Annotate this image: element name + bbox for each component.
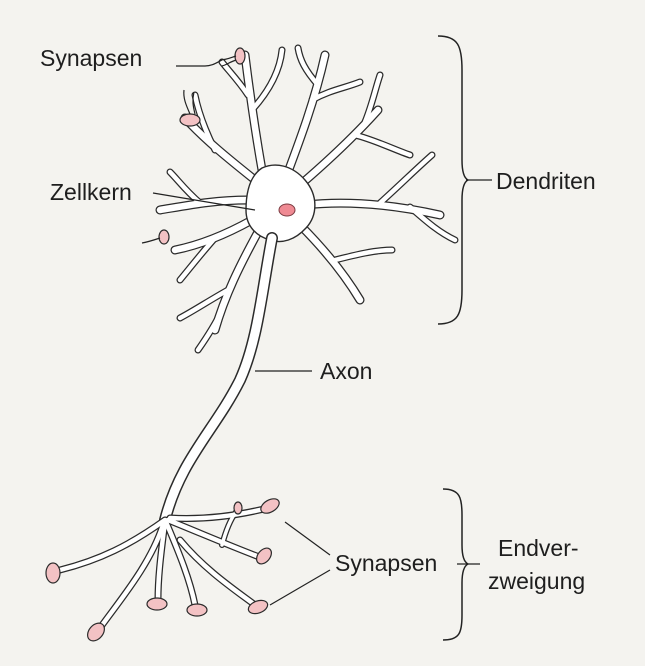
- synapse-knob: [254, 545, 275, 567]
- synapses-dendritic: [142, 48, 245, 244]
- leader-synapsen-top: [176, 60, 222, 66]
- brace-dendriten: [438, 36, 468, 324]
- synapse-knob: [258, 496, 281, 516]
- label-dendriten: Dendriten: [496, 168, 596, 194]
- synapse-knob: [234, 502, 242, 514]
- terminal-branches: [60, 508, 268, 628]
- label-synapsen-bottom: Synapsen: [335, 550, 437, 576]
- synapse-knob: [46, 563, 60, 583]
- synapse-knob: [235, 48, 245, 64]
- label-endverzweigung-line2: zweigung: [488, 568, 585, 594]
- label-synapsen-top: Synapsen: [40, 45, 142, 71]
- label-endverzweigung-line1: Endver-: [498, 535, 579, 561]
- label-axon: Axon: [320, 358, 372, 384]
- synapse-knob: [159, 230, 169, 244]
- synapse-knob: [147, 598, 167, 610]
- leader-synapsen-bottom-upper: [285, 522, 330, 555]
- synapse-knob: [187, 604, 207, 616]
- leader-synapsen-bottom-lower: [270, 570, 330, 605]
- label-zellkern: Zellkern: [50, 179, 132, 205]
- synapse-knob: [180, 114, 200, 126]
- nucleus: [279, 204, 295, 216]
